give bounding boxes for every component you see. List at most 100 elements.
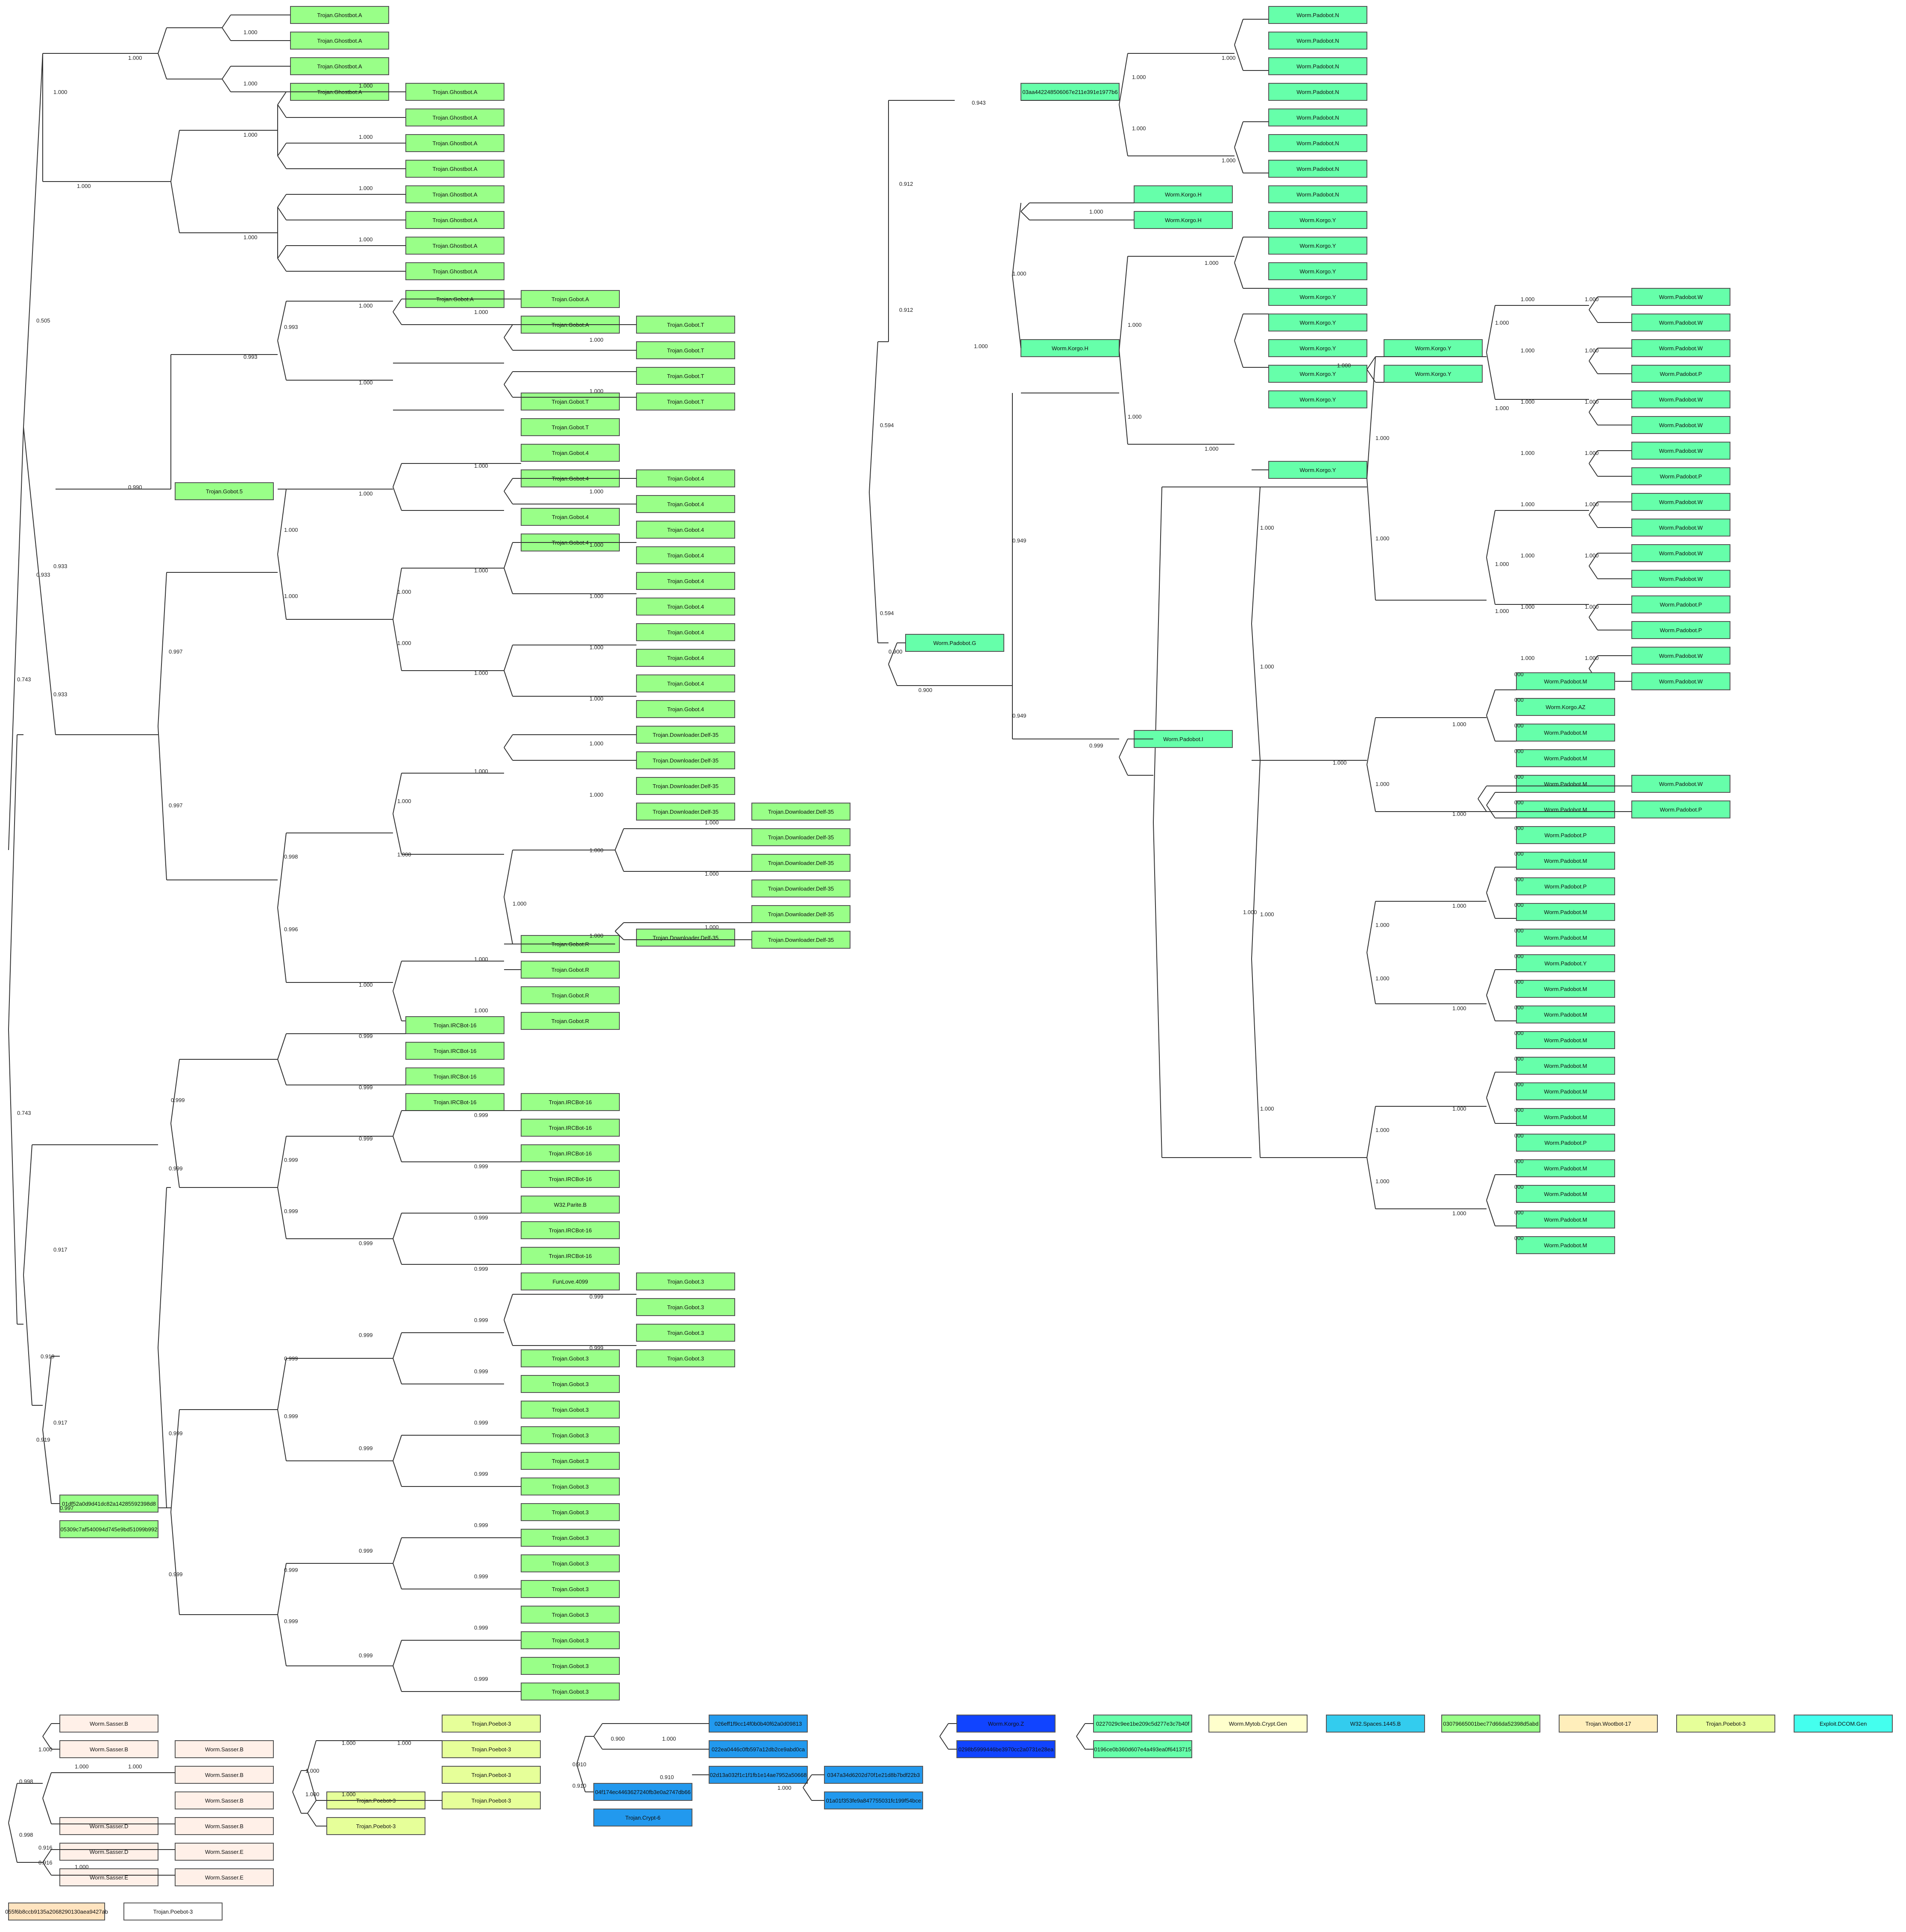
leaf-node[interactable]: Trojan.Gobot.3 <box>521 1606 620 1624</box>
leaf-node[interactable]: Trojan.Poebot-3 <box>1676 1715 1775 1733</box>
leaf-node[interactable]: Trojan.Gobot.4 <box>636 649 735 667</box>
leaf-node[interactable]: Trojan.Ghostbot.A <box>405 83 504 101</box>
leaf-node[interactable]: 05309c7af540094d745e9bd51099b992 <box>59 1520 158 1538</box>
leaf-node[interactable]: 0196ce0b360d607e4a493ea0f6413715 <box>1093 1740 1192 1758</box>
leaf-node[interactable]: Worm.Padobot.M <box>1516 1057 1615 1075</box>
leaf-node[interactable]: 0227029c9ee1be209c5d277e3c7b40f <box>1093 1715 1192 1733</box>
leaf-node[interactable]: Worm.Padobot.W <box>1631 672 1730 690</box>
leaf-node[interactable]: Worm.Padobot.N <box>1268 160 1367 178</box>
leaf-node[interactable]: Trojan.Wootbot-17 <box>1559 1715 1658 1733</box>
leaf-node[interactable]: Trojan.Gobot.3 <box>521 1349 620 1367</box>
leaf-node[interactable]: Trojan.IRCBot-16 <box>521 1247 620 1265</box>
leaf-node[interactable]: Trojan.Gobot.T <box>521 418 620 436</box>
leaf-node[interactable]: Trojan.Poebot-3 <box>326 1817 425 1835</box>
leaf-node[interactable]: Worm.Padobot.P <box>1631 621 1730 639</box>
leaf-node[interactable]: Trojan.Gobot.3 <box>521 1452 620 1470</box>
leaf-node[interactable]: Worm.Padobot.M <box>1516 800 1615 818</box>
leaf-node[interactable]: Worm.Padobot.M <box>1516 1006 1615 1023</box>
leaf-node[interactable]: Trojan.IRCBot-16 <box>405 1016 504 1034</box>
leaf-node[interactable]: Worm.Padobot.N <box>1268 6 1367 24</box>
leaf-node[interactable]: Worm.Padobot.W <box>1631 519 1730 537</box>
leaf-node[interactable]: Worm.Padobot.P <box>1631 467 1730 485</box>
leaf-node[interactable]: Worm.Padobot.W <box>1631 288 1730 306</box>
leaf-node[interactable]: Trojan.Ghostbot.A <box>405 185 504 203</box>
leaf-node[interactable]: Trojan.Gobot.4 <box>636 572 735 590</box>
leaf-node[interactable]: Worm.Padobot.M <box>1516 1236 1615 1254</box>
leaf-node[interactable]: 03aa442248506067e211e391e1977b6 <box>1020 83 1120 101</box>
leaf-node[interactable]: Worm.Padobot.W <box>1631 416 1730 434</box>
leaf-node[interactable]: Worm.Sasser.E <box>175 1843 274 1861</box>
leaf-node[interactable]: Worm.Korgo.H <box>1134 211 1233 229</box>
leaf-node[interactable]: Trojan.Downloader.Delf-35 <box>636 929 735 947</box>
leaf-node[interactable]: Trojan.IRCBot-16 <box>405 1093 504 1111</box>
leaf-node[interactable]: Worm.Padobot.W <box>1631 390 1730 408</box>
leaf-node[interactable]: Trojan.Gobot.4 <box>636 598 735 616</box>
leaf-node[interactable]: Worm.Padobot.M <box>1516 749 1615 767</box>
leaf-node[interactable]: Trojan.Gobot.3 <box>521 1401 620 1419</box>
leaf-node[interactable]: Trojan.IRCBot-16 <box>521 1144 620 1162</box>
leaf-node[interactable]: Trojan.Gobot.T <box>636 341 735 359</box>
leaf-node[interactable]: Worm.Sasser.B <box>175 1791 274 1809</box>
leaf-node[interactable]: Worm.Padobot.W <box>1631 570 1730 588</box>
leaf-node[interactable]: Worm.Sasser.E <box>59 1868 158 1886</box>
leaf-node[interactable]: Trojan.Gobot.3 <box>521 1478 620 1495</box>
leaf-node[interactable]: FunLove.4099 <box>521 1272 620 1290</box>
leaf-node[interactable]: Worm.Sasser.B <box>175 1740 274 1758</box>
leaf-node[interactable]: Trojan.Downloader.Delf-35 <box>636 803 735 821</box>
leaf-node[interactable]: Trojan.Poebot-3 <box>442 1766 541 1784</box>
leaf-node[interactable]: Trojan.IRCBot-16 <box>521 1170 620 1188</box>
leaf-node[interactable]: Worm.Padobot.M <box>1516 724 1615 742</box>
leaf-node[interactable]: 026eff1f9cc14f0b0b40f62a0d09813 <box>709 1715 808 1733</box>
leaf-node[interactable]: Worm.Korgo.Y <box>1384 339 1483 357</box>
leaf-node[interactable]: Worm.Padobot.W <box>1631 544 1730 562</box>
leaf-node[interactable]: Worm.Padobot.N <box>1268 108 1367 126</box>
leaf-node[interactable]: Trojan.Gobot.T <box>636 316 735 334</box>
leaf-node[interactable]: 03079665001bec77d66da52398d5abd <box>1441 1715 1540 1733</box>
leaf-node[interactable]: Trojan.IRCBot-16 <box>405 1042 504 1060</box>
leaf-node[interactable]: Worm.Sasser.D <box>59 1817 158 1835</box>
leaf-node[interactable]: Worm.Korgo.H <box>1134 185 1233 203</box>
leaf-node[interactable]: Worm.Padobot.M <box>1516 672 1615 690</box>
leaf-node[interactable]: Worm.Padobot.W <box>1631 314 1730 331</box>
leaf-node[interactable]: Worm.Padobot.P <box>1631 800 1730 818</box>
leaf-node[interactable]: Trojan.Crypt-6 <box>593 1809 692 1826</box>
leaf-node[interactable]: Trojan.Downloader.Delf-35 <box>636 751 735 769</box>
leaf-node[interactable]: Worm.Sasser.D <box>59 1843 158 1861</box>
leaf-node[interactable]: Trojan.IRCBot-16 <box>405 1067 504 1085</box>
leaf-node[interactable]: Worm.Korgo.H <box>1020 339 1120 357</box>
leaf-node[interactable]: Trojan.Ghostbot.A <box>290 57 389 75</box>
leaf-node[interactable]: Trojan.IRCBot-16 <box>521 1093 620 1111</box>
leaf-node[interactable]: Trojan.Gobot.3 <box>521 1683 620 1700</box>
leaf-node[interactable]: 055f6b8ccb9135a2068290130aea9427ab <box>5 1903 108 1920</box>
leaf-node[interactable]: Worm.Sasser.B <box>175 1766 274 1784</box>
leaf-node[interactable]: Trojan.Gobot.3 <box>636 1324 735 1342</box>
leaf-node[interactable]: Trojan.Gobot.3 <box>636 1272 735 1290</box>
leaf-node[interactable]: Trojan.Ghostbot.A <box>405 134 504 152</box>
leaf-node[interactable]: Trojan.Ghostbot.A <box>405 160 504 178</box>
leaf-node[interactable]: Trojan.Gobot.R <box>521 1012 620 1030</box>
leaf-node[interactable]: Trojan.Gobot.3 <box>521 1529 620 1547</box>
leaf-node[interactable]: Worm.Padobot.M <box>1516 980 1615 998</box>
leaf-node[interactable]: Trojan.Ghostbot.A <box>290 6 389 24</box>
leaf-node[interactable]: Worm.Korgo.Y <box>1384 365 1483 383</box>
leaf-node[interactable]: W32.Parite.B <box>521 1196 620 1214</box>
leaf-node[interactable]: Trojan.Ghostbot.A <box>405 108 504 126</box>
leaf-node[interactable]: Worm.Padobot.G <box>905 634 1004 652</box>
leaf-node[interactable]: Trojan.IRCBot-16 <box>521 1119 620 1137</box>
leaf-node[interactable]: Exploit.DCOM.Gen <box>1794 1715 1893 1733</box>
leaf-node[interactable]: Trojan.Downloader.Delf-35 <box>636 726 735 744</box>
leaf-node[interactable]: Worm.Padobot.M <box>1516 1211 1615 1228</box>
leaf-node[interactable]: Trojan.Downloader.Delf-35 <box>751 880 850 897</box>
leaf-node[interactable]: Worm.Padobot.M <box>1516 903 1615 921</box>
leaf-node[interactable]: Worm.Padobot.N <box>1268 32 1367 50</box>
leaf-node[interactable]: Worm.Padobot.W <box>1631 647 1730 665</box>
leaf-node[interactable]: Trojan.Gobot.3 <box>521 1375 620 1393</box>
leaf-node[interactable]: 04f174ec4463627240fb3e0a2747db66 <box>593 1783 692 1801</box>
leaf-node[interactable]: Worm.Padobot.M <box>1516 852 1615 870</box>
leaf-node[interactable]: Worm.Padobot.P <box>1516 826 1615 844</box>
leaf-node[interactable]: Worm.Korgo.AZ <box>1516 698 1615 716</box>
leaf-node[interactable]: Worm.Korgo.Y <box>1268 390 1367 408</box>
leaf-node[interactable]: Worm.Korgo.Y <box>1268 237 1367 255</box>
leaf-node[interactable]: Worm.Padobot.P <box>1516 1134 1615 1152</box>
leaf-node[interactable]: Trojan.Gobot.5 <box>175 482 274 500</box>
